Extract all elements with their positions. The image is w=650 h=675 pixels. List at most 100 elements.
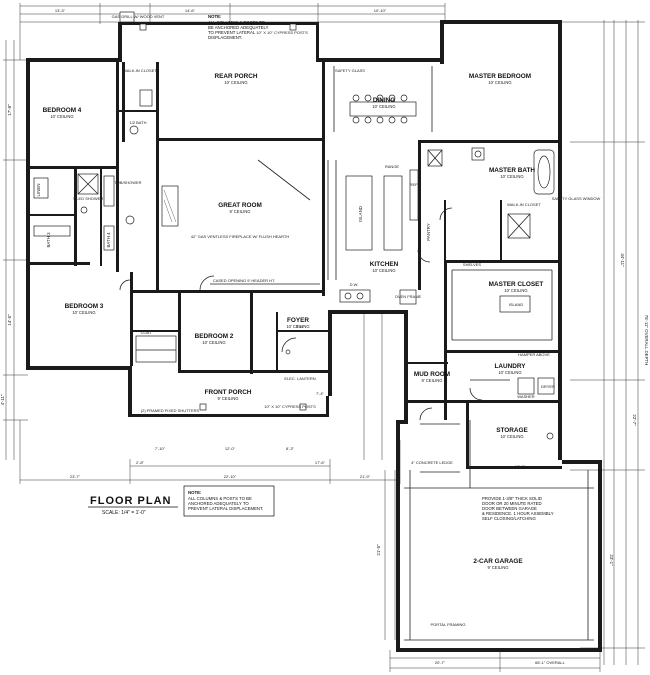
label-safety-glass: SAFETY GLASS <box>335 68 365 73</box>
label-cypress-posts: 10" X 10" CYPRESS POSTS <box>256 30 308 35</box>
interior-walls <box>30 62 562 469</box>
room-bath4: BATH 4 <box>106 232 111 248</box>
dim-top-c: 10'-10" <box>374 8 387 13</box>
label-elec-lantern: ELEC. LANTERN <box>284 376 315 381</box>
room-great-room-ceiling: 9' CEILING <box>229 209 250 214</box>
dim-front-c: 8'-3" <box>286 446 295 451</box>
room-half-bath: 1/2 BATH <box>129 120 146 125</box>
room-kitchen-ceiling: 10' CEILING <box>372 268 395 273</box>
dim-bottom-a: 23'-7" <box>70 474 81 479</box>
room-mud-room: MUD ROOM <box>414 371 450 378</box>
label-tub-shower: TUB/SHOWER <box>114 180 141 185</box>
room-rear-porch-ceiling: 10' CEILING <box>224 80 247 85</box>
label-fireplace: 42" GAS VENTLESS FIREPLACE W/ FLUSH HEAR… <box>191 234 290 239</box>
dim-right-c: 23'-1" <box>609 554 614 566</box>
dim-overall-depth: 75'-11" OVERALL DEPTH <box>644 315 649 366</box>
title-block: FLOOR PLAN SCALE: 1/4" = 1'-0" NOTE: ALL… <box>88 485 275 517</box>
garage-note-line-2: DOOR OR 20 MINUTE RATED <box>482 501 542 506</box>
label-island: ISLAND <box>358 206 363 222</box>
dim-right-b: 22'-7" <box>632 414 637 426</box>
label-portal-framing: PORTAL FRAMING <box>430 622 465 627</box>
room-rear-porch: REAR PORCH <box>215 73 258 80</box>
dim-bottom-d: 2'-8" <box>136 460 145 465</box>
dim-bottom-e: 17'-6" <box>315 460 326 465</box>
label-safety-glass-window: SAFETY GLASS WINDOW <box>552 196 601 201</box>
room-garage: 2-CAR GARAGE <box>473 558 523 565</box>
room-bedroom4-ceiling: 10' CEILING <box>50 114 73 119</box>
dim-overall-width: 66'-1" OVERALL <box>535 660 566 665</box>
label-cased-opening: CASED OPENING 9' HEADER HT. <box>213 278 275 283</box>
dimension-lines <box>3 3 645 672</box>
label-tile-shower: TILED SHOWER <box>73 196 104 201</box>
plan-scale: SCALE: 1/4" = 1'-0" <box>102 510 146 516</box>
garage-note-line-4: & RESIDENCE. 1 HOUR ASSEMBLY <box>482 511 554 516</box>
dim-left-b: 14'-5" <box>7 314 12 326</box>
room-laundry-ceiling: 10' CEILING <box>498 370 521 375</box>
dim-mid-b: 3'-6" <box>296 324 305 329</box>
room-kitchen: KITCHEN <box>370 261 399 268</box>
dim-left-c: 4'-11" <box>0 394 5 405</box>
dim-front-a: 7'-10" <box>155 446 166 451</box>
room-bath3: BATH 3 <box>46 232 51 248</box>
room-dining: DINING <box>373 97 395 104</box>
room-dining-ceiling: 10' CEILING <box>372 104 395 109</box>
dim-top-a: 13'-3" <box>55 8 66 13</box>
room-front-porch: FRONT PORCH <box>205 389 252 396</box>
label-wic: WALK-IN CLOSET <box>123 68 157 73</box>
room-master-bedroom: MASTER BEDROOM <box>469 73 531 80</box>
dim-garage-w: 20'-7" <box>435 660 446 665</box>
note-top-line-1: ALL COLUMNS & POSTS TO <box>208 20 266 25</box>
dim-garage-d: 21'-5" <box>376 544 381 556</box>
room-master-closet-ceiling: 10' CEILING <box>504 288 527 293</box>
plan-title: FLOOR PLAN <box>90 495 172 507</box>
room-storage: STORAGE <box>496 427 528 434</box>
room-bedroom3: BEDROOM 3 <box>65 303 104 310</box>
room-laundry: LAUNDRY <box>494 363 526 370</box>
room-mud-room-ceiling: 9' CEILING <box>421 378 442 383</box>
room-great-room: GREAT ROOM <box>218 202 262 209</box>
room-garage-ceiling: 9' CEILING <box>487 565 508 570</box>
note-top: NOTE: ALL COLUMNS & POSTS TO BE ANCHORED… <box>208 14 269 40</box>
dim-bottom-c: 21'-9" <box>360 474 371 479</box>
label-wic-master: WALK-IN CLOSET <box>507 202 541 207</box>
room-master-closet: MASTER CLOSET <box>489 281 544 288</box>
fixtures <box>33 11 594 641</box>
room-master-bedroom-ceiling: 10' CEILING <box>488 80 511 85</box>
label-linen: LINEN <box>36 184 41 197</box>
garage-note-line-5: SELF CLOSING/LATCHING <box>482 516 537 521</box>
label-closet-island: ISLAND <box>509 302 524 307</box>
dim-top-b: 14'-6" <box>185 8 196 13</box>
room-master-bath: MASTER BATH <box>489 167 535 174</box>
room-foyer-ceiling: 10' CEILING <box>286 324 309 329</box>
note-bottom-line-3: PREVENT LATERAL DISPLACEMENT. <box>188 506 263 511</box>
dim-left-a: 17'-8" <box>7 104 12 116</box>
dim-front-b: 12'-0" <box>225 446 236 451</box>
garage-note-line-1: PROVIDE 1-3/8" THICK SOLID <box>482 496 542 501</box>
dim-bottom-b: 22'-10" <box>224 474 237 479</box>
dim-front-d: 7'-4" <box>316 391 325 396</box>
room-bedroom2-ceiling: 10' CEILING <box>202 340 225 345</box>
label-range: RANGE <box>385 164 400 169</box>
room-front-porch-ceiling: 9' CEILING <box>217 396 238 401</box>
label-oven: OVEN FRAME <box>395 294 422 299</box>
label-fridge: REF. <box>410 182 419 187</box>
label-pantry: PANTRY <box>426 223 431 240</box>
note-bottom-title: NOTE: <box>188 490 202 495</box>
feature-labels: GAS GRILL W/ WOOD VENT 10" X 10" CYPRESS… <box>36 14 601 627</box>
label-dw: D.W. <box>350 282 359 287</box>
garage-note: PROVIDE 1-3/8" THICK SOLID DOOR OR 20 MI… <box>482 496 554 521</box>
note-bottom-line-1: ALL COLUMNS & POSTS TO BE <box>188 496 252 501</box>
exterior-walls <box>26 20 602 652</box>
room-bedroom2: BEDROOM 2 <box>195 333 234 340</box>
label-framed-shutters: (2) FRAMED FIXED SHUTTERS <box>141 408 200 413</box>
label-shelves: SHELVES <box>463 262 481 267</box>
room-bedroom3-ceiling: 10' CEILING <box>72 310 95 315</box>
label-washer: WASHER <box>517 394 535 399</box>
dimension-text: 13'-3" 14'-6" 10'-10" 75'-11" OVERALL DE… <box>0 8 649 665</box>
label-front-cypress-posts: 10" X 10" CYPRESS POSTS <box>264 404 316 409</box>
label-coat: COAT <box>141 330 152 335</box>
note-top-line-4: DISPLACEMENT. <box>208 35 242 40</box>
room-master-bath-ceiling: 10' CEILING <box>500 174 523 179</box>
dim-right-a: 34'-11" <box>620 253 625 267</box>
